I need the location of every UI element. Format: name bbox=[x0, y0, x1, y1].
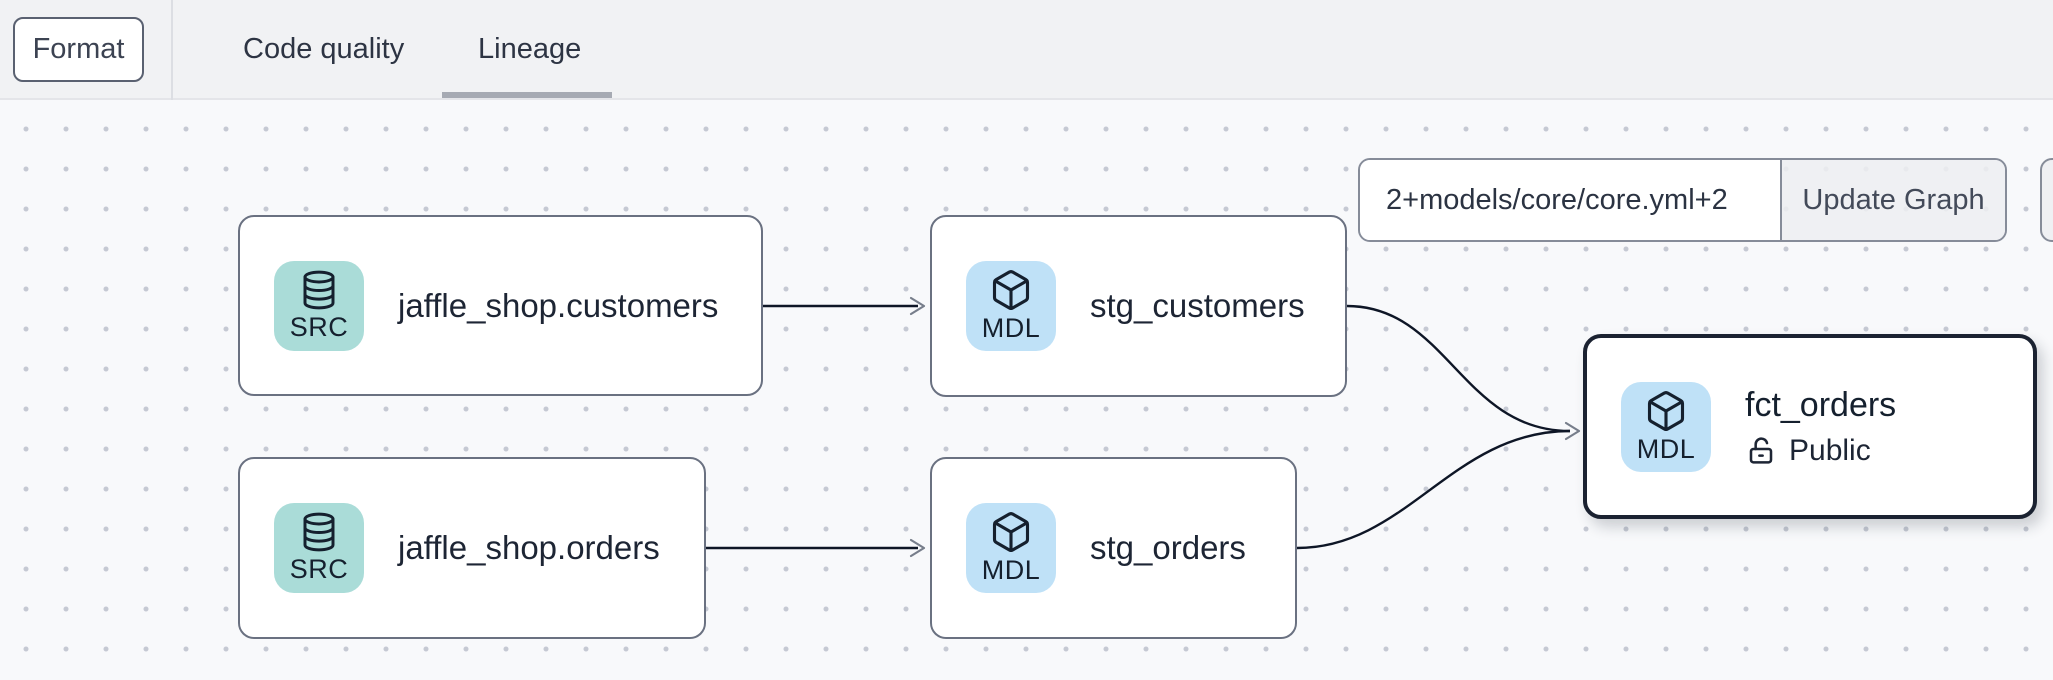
toolbar-divider bbox=[171, 0, 173, 100]
arrowhead-icon bbox=[1564, 421, 1581, 441]
node-label: stg_customers bbox=[1090, 287, 1305, 324]
lineage-edges bbox=[706, 296, 1581, 558]
package-icon bbox=[992, 512, 1030, 553]
tab-code-quality[interactable]: Code quality bbox=[243, 32, 405, 65]
model-badge: MDL bbox=[1621, 381, 1711, 472]
package-icon bbox=[992, 270, 1030, 311]
arrowhead-icon bbox=[909, 296, 926, 316]
model-selector-group: Update Graph bbox=[1358, 158, 2007, 242]
badge-label: MDL bbox=[981, 313, 1041, 343]
format-button[interactable]: Format bbox=[13, 17, 144, 82]
lock-open-icon bbox=[1749, 436, 1773, 464]
node-source-jaffle-shop-orders[interactable]: SRC jaffle_shop.orders bbox=[238, 457, 706, 639]
arrowhead-icon bbox=[909, 538, 926, 558]
badge-label: MDL bbox=[1636, 433, 1696, 464]
active-tab-underline bbox=[442, 92, 612, 98]
database-icon bbox=[303, 270, 335, 309]
node-model-fct-orders[interactable]: MDL fct_orders Public bbox=[1583, 334, 2037, 519]
node-label: fct_orders bbox=[1745, 385, 1897, 424]
badge-label: MDL bbox=[981, 555, 1041, 585]
top-toolbar: Format Code quality Lineage bbox=[0, 0, 2053, 100]
model-badge: MDL bbox=[966, 503, 1056, 593]
source-badge: SRC bbox=[274, 503, 364, 593]
node-model-stg-customers[interactable]: MDL stg_customers bbox=[930, 215, 1347, 397]
update-graph-button[interactable]: Update Graph bbox=[1780, 160, 2005, 240]
model-selector-input[interactable] bbox=[1360, 160, 1780, 240]
node-label: stg_orders bbox=[1090, 529, 1246, 566]
node-model-stg-orders[interactable]: MDL stg_orders bbox=[930, 457, 1297, 639]
database-icon bbox=[303, 512, 335, 552]
edge-stg-orders-to-fct-orders bbox=[1296, 429, 1571, 550]
package-icon bbox=[1647, 390, 1685, 431]
badge-label: SRC bbox=[289, 311, 349, 342]
tab-lineage[interactable]: Lineage bbox=[478, 32, 582, 65]
access-badge: Public bbox=[1745, 434, 1896, 468]
node-label: jaffle_shop.orders bbox=[398, 529, 660, 566]
node-source-jaffle-shop-customers[interactable]: SRC jaffle_shop.customers bbox=[238, 215, 763, 396]
clipped-panel-edge bbox=[2040, 158, 2053, 242]
source-badge: SRC bbox=[274, 260, 364, 351]
lineage-canvas[interactable]: SRC jaffle_shop.customers MDL stg_custom… bbox=[0, 102, 2053, 680]
model-badge: MDL bbox=[966, 261, 1056, 351]
edge-stg-customers-to-fct-orders bbox=[1346, 304, 1571, 433]
access-label: Public bbox=[1789, 433, 1871, 467]
node-label: jaffle_shop.customers bbox=[398, 286, 719, 324]
badge-label: SRC bbox=[289, 554, 349, 584]
